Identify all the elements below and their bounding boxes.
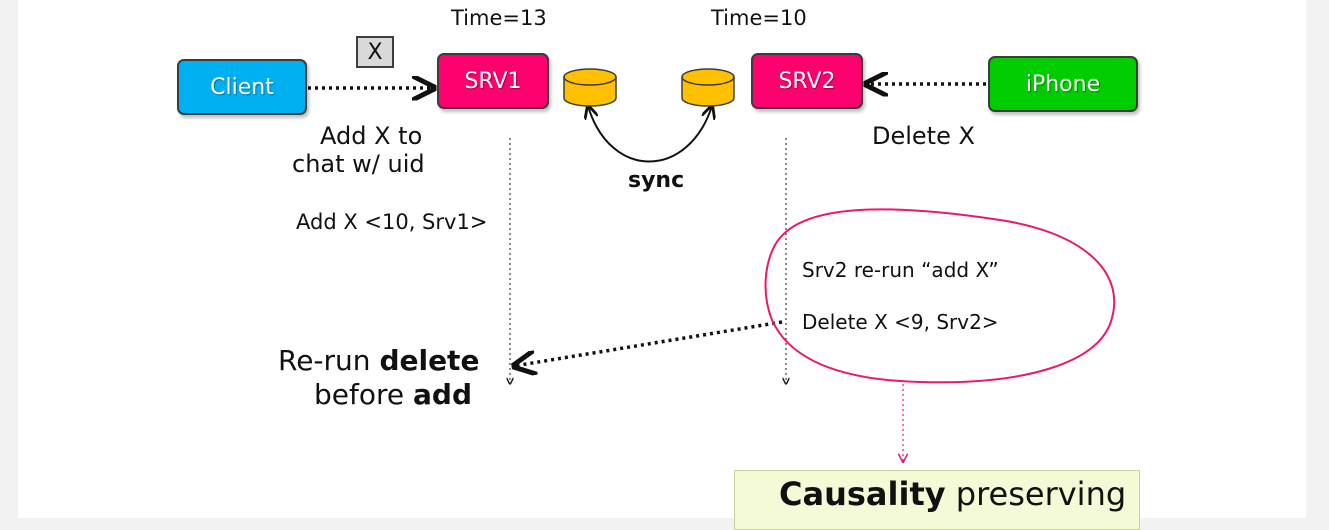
delete-propagate-arrow — [514, 320, 783, 366]
srv1-time-label: Time=13 — [451, 6, 547, 30]
chat-with-uid-label: chat w/ uid — [292, 150, 425, 178]
x-message-box: X — [356, 36, 394, 68]
client-node: Client — [177, 59, 307, 115]
preserving-text: preserving — [945, 475, 1127, 513]
srv2-rerun-label: Srv2 re-run “add X” — [802, 258, 999, 282]
srv2-time-label: Time=10 — [711, 6, 807, 30]
rerun-delete-line: Re-run delete — [278, 344, 479, 377]
rerun-text: Re-run — [278, 344, 380, 377]
diagram-lines — [308, 68, 1116, 518]
sync-label: sync — [628, 168, 685, 193]
before-add-line: before add — [314, 378, 472, 411]
causality-emphasis: Causality — [779, 475, 946, 513]
srv2-database-icon — [681, 68, 735, 107]
delete-x-vector-clock: Delete X <9, Srv2> — [802, 310, 999, 334]
delete-emphasis: delete — [379, 344, 480, 377]
iphone-node: iPhone — [988, 56, 1138, 112]
before-text: before — [314, 378, 414, 411]
srv2-node: SRV2 — [751, 53, 863, 109]
add-x-vector-clock: Add X <10, Srv1> — [296, 210, 488, 234]
add-emphasis: add — [413, 378, 472, 411]
delete-x-label: Delete X — [872, 122, 975, 150]
srv1-node: SRV1 — [437, 53, 549, 109]
srv1-database-icon — [563, 68, 617, 107]
highlight-ellipse — [764, 208, 1116, 384]
add-x-to-label: Add X to — [320, 122, 423, 150]
sync-arrow — [588, 106, 712, 163]
causality-preserving-box: Causality preserving — [734, 470, 1140, 530]
